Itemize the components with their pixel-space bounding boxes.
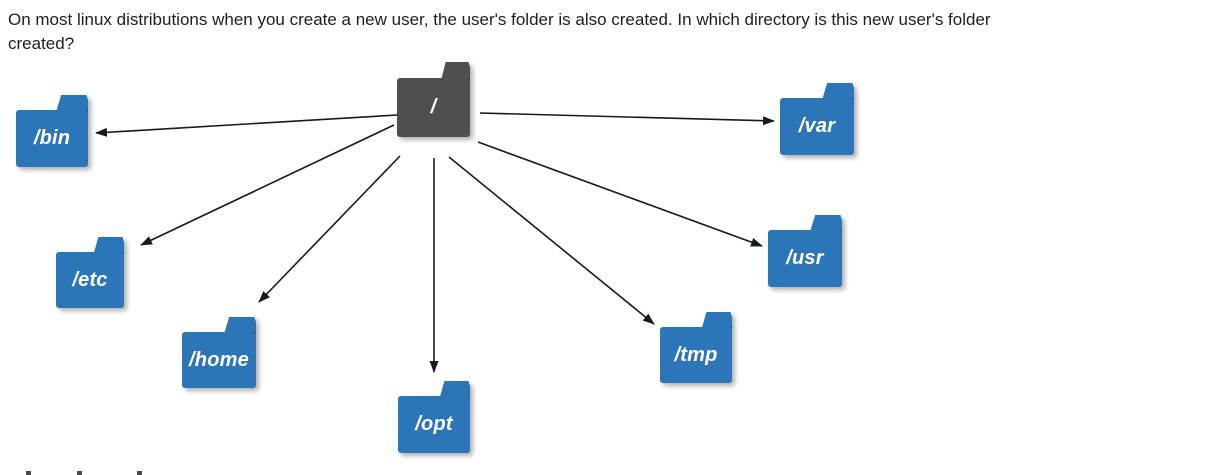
folder-body: /home: [182, 332, 256, 388]
folder-node-usr: /usr: [768, 215, 842, 287]
arrow-root-to-bin: [95, 114, 398, 137]
folder-node-opt: /opt: [398, 381, 470, 453]
folder-body: /bin: [16, 110, 88, 167]
folder-label: /tmp: [674, 343, 718, 366]
folder-label: /usr: [786, 247, 824, 269]
cutoff-text-mark-3: [137, 471, 142, 475]
folder-label: /etc: [72, 268, 108, 291]
folder-label: /opt: [415, 413, 453, 435]
arrow-root-to-tmp: [448, 156, 655, 325]
folder-body: /etc: [56, 252, 124, 308]
arrow-root-to-usr: [477, 141, 763, 247]
folder-node-var: /var: [780, 83, 854, 155]
arrow-root-to-home: [258, 155, 401, 303]
question-line-2: created?: [8, 34, 75, 53]
folder-body: /opt: [398, 396, 470, 453]
arrow-root-to-etc: [140, 124, 395, 246]
folder-node-home: /home: [182, 317, 256, 388]
folder-label: /home: [189, 348, 249, 371]
folder-node-bin: /bin: [16, 95, 88, 167]
folder-node-tmp: /tmp: [660, 312, 732, 383]
cutoff-text-mark-2: [77, 471, 82, 475]
folder-label: /: [430, 96, 437, 118]
folder-body: /: [397, 78, 470, 137]
folder-node-root: /: [397, 62, 470, 137]
folder-body: /usr: [768, 230, 842, 287]
folder-body: /var: [780, 98, 854, 155]
question-line-1: On most linux distributions when you cre…: [8, 10, 991, 29]
folder-body: /tmp: [660, 327, 732, 383]
cutoff-text-mark-1: [26, 471, 31, 475]
arrow-root-to-var: [479, 112, 775, 126]
folder-node-etc: /etc: [56, 237, 124, 308]
question-text: On most linux distributions when you cre…: [8, 8, 1188, 56]
folder-label: /bin: [33, 127, 71, 149]
folder-label: /var: [798, 115, 836, 137]
